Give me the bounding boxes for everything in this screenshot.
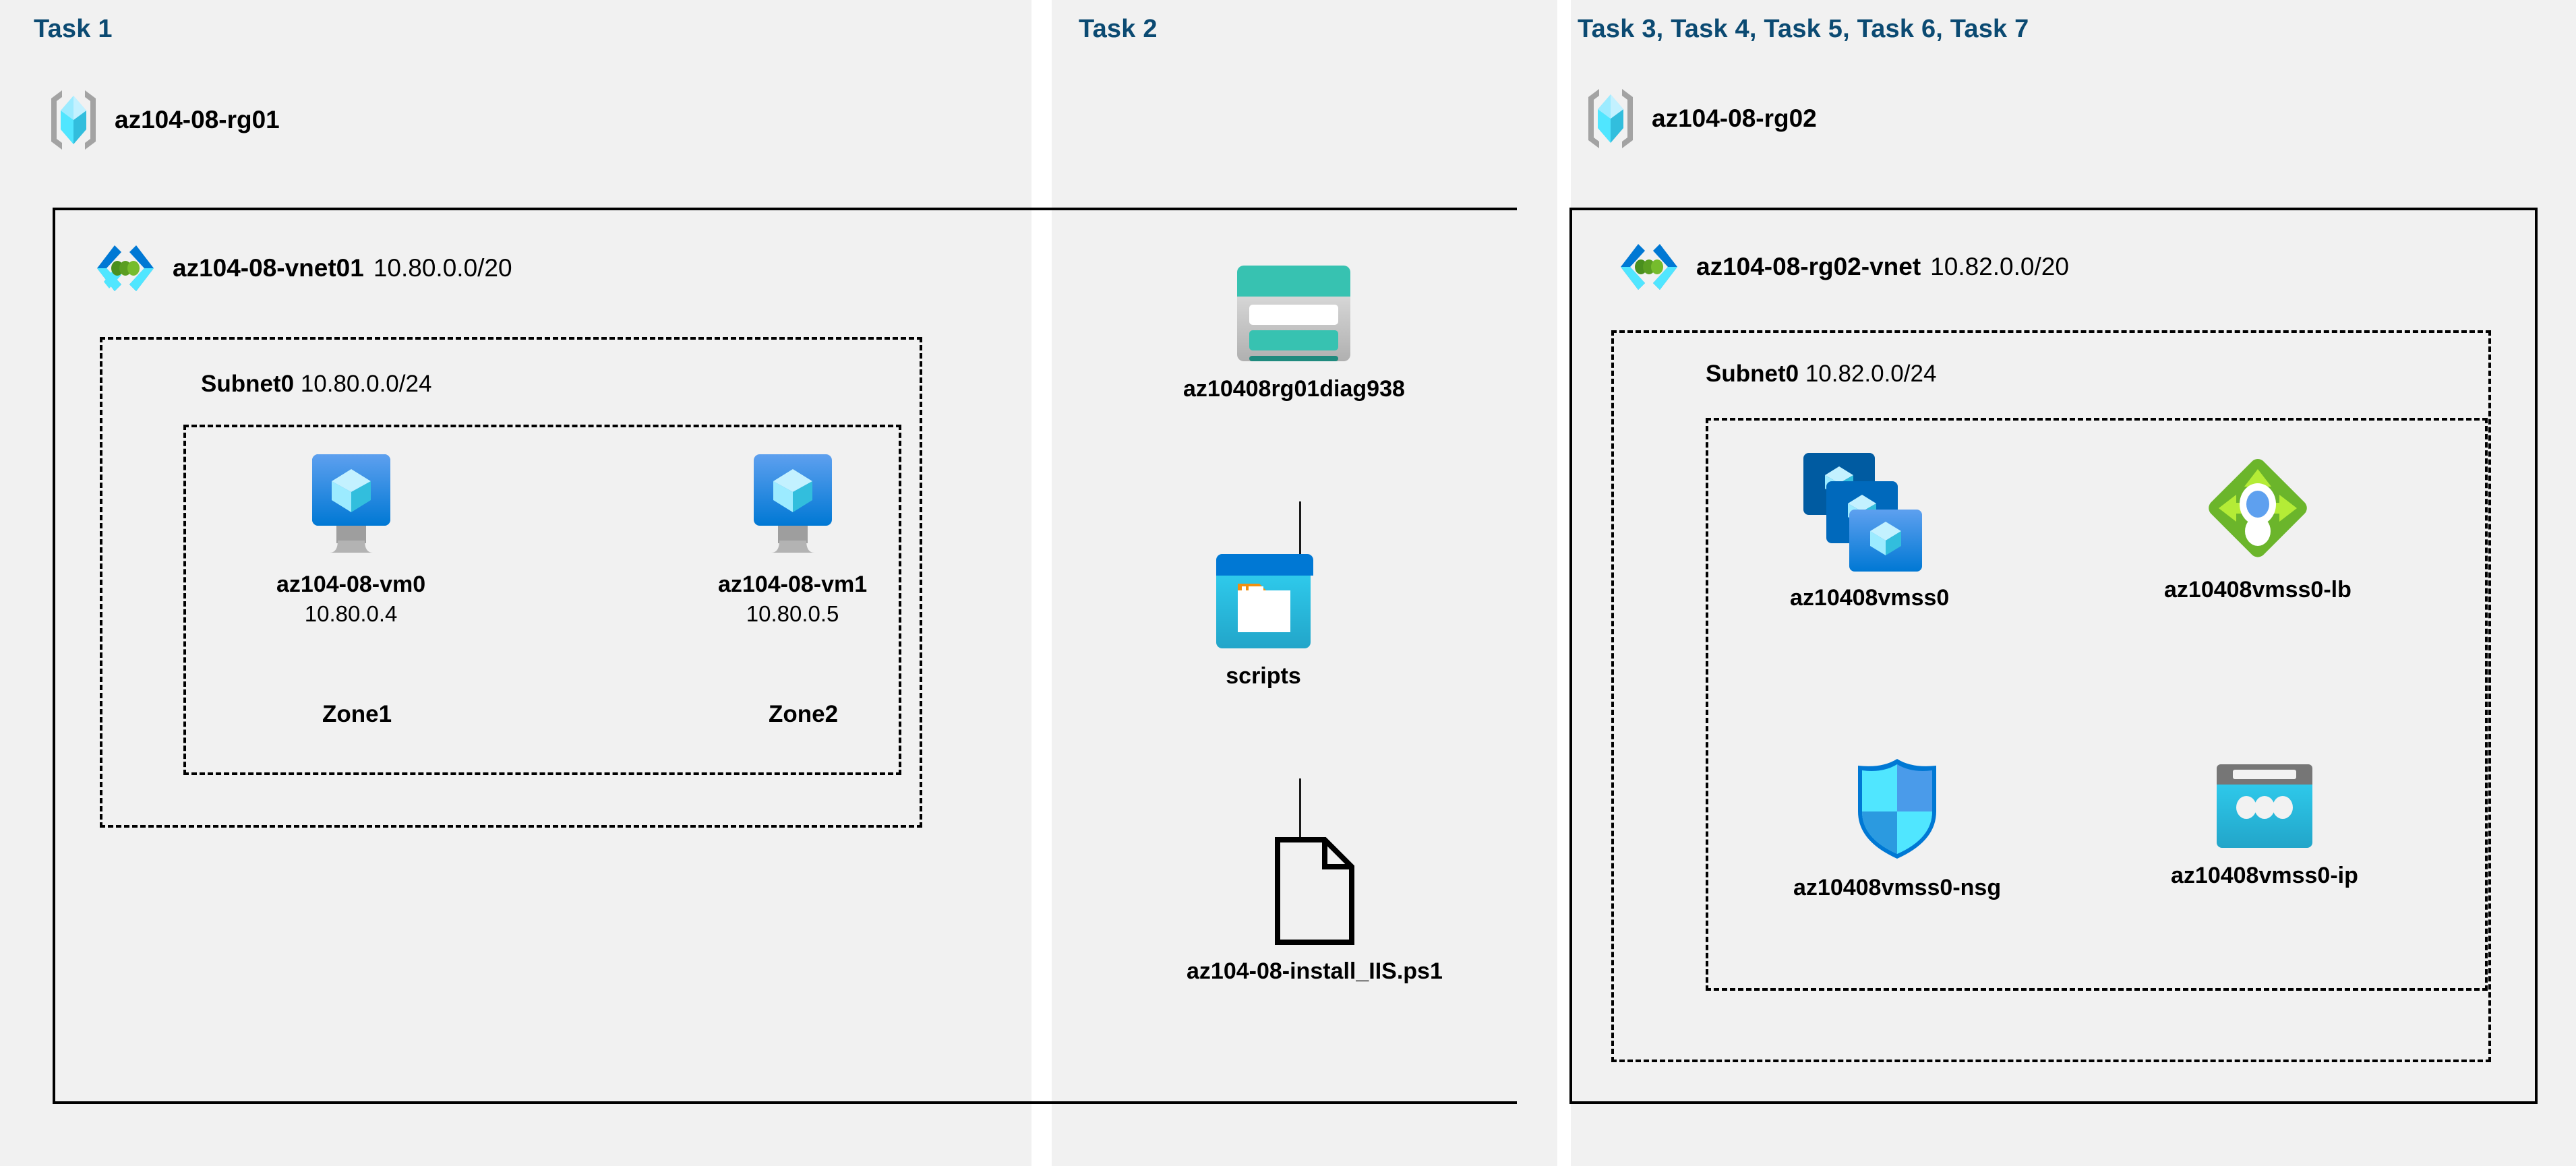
vnet-cidr: 10.80.0.0/20 bbox=[373, 254, 512, 282]
subnet-cidr: 10.82.0.0/24 bbox=[1805, 361, 1937, 387]
vm-name: az104-08-vm0 bbox=[276, 572, 426, 597]
storage-account-node[interactable]: az10408rg01diag938 bbox=[1183, 263, 1405, 404]
container-to-file-connector bbox=[1299, 778, 1301, 838]
vm-ip: 10.80.0.4 bbox=[304, 601, 398, 626]
zone1-label: Zone1 bbox=[322, 701, 392, 727]
resource-group-rg01[interactable]: az104-08-rg01 bbox=[47, 88, 280, 152]
virtual-machine-icon bbox=[743, 452, 843, 559]
storage-account-icon bbox=[1234, 263, 1353, 364]
virtual-machine-icon bbox=[301, 452, 401, 559]
vnet-name: az104-08-rg02-vnet bbox=[1696, 253, 1921, 280]
subnet-name: Subnet0 bbox=[1706, 361, 1799, 387]
task1-title: Task 1 bbox=[34, 15, 113, 43]
subnet0-boundary-right bbox=[1611, 330, 2491, 1062]
subnet0-boundary-left bbox=[100, 337, 922, 828]
blob-container-node[interactable]: scripts bbox=[1214, 551, 1313, 692]
resource-group-icon bbox=[1584, 86, 1637, 151]
nsg-node[interactable]: az10408vmss0-nsg bbox=[1793, 755, 2001, 903]
task3-title: Task 3, Task 4, Task 5, Task 6, Task 7 bbox=[1578, 15, 2029, 43]
subnet-cidr: 10.80.0.0/24 bbox=[300, 371, 432, 397]
vmss-resources-boundary bbox=[1706, 418, 2488, 991]
virtual-network-icon bbox=[94, 241, 156, 295]
vnet-cidr: 10.82.0.0/20 bbox=[1930, 253, 2069, 280]
nsg-name: az10408vmss0-nsg bbox=[1793, 875, 2002, 900]
load-balancer-name: az10408vmss0-lb bbox=[2164, 577, 2352, 603]
resource-group-icon bbox=[47, 88, 100, 152]
task1-panel bbox=[0, 0, 1031, 1166]
resource-group-name: az104-08-rg01 bbox=[115, 106, 280, 133]
vm-az104-08-vm0[interactable]: az104-08-vm0 10.80.0.4 bbox=[276, 452, 425, 628]
vm-ip: 10.80.0.5 bbox=[746, 601, 839, 626]
vnet02-header[interactable]: az104-08-rg02-vnet 10.82.0.0/20 bbox=[1618, 240, 2069, 294]
availability-zones-boundary bbox=[183, 425, 901, 775]
subnet0-label-left: Subnet0 10.80.0.0/24 bbox=[201, 371, 431, 398]
blob-container-name: scripts bbox=[1226, 663, 1301, 689]
vmss-name: az10408vmss0 bbox=[1790, 585, 1950, 611]
load-balancer-node[interactable]: az10408vmss0-lb bbox=[2164, 452, 2352, 605]
vnet01-header[interactable]: az104-08-vnet01 10.80.0.0/20 bbox=[94, 241, 512, 295]
virtual-network-icon bbox=[1618, 240, 1680, 294]
storage-to-container-connector bbox=[1299, 501, 1301, 557]
zone2-label: Zone2 bbox=[769, 701, 839, 727]
vmss-node[interactable]: az10408vmss0 bbox=[1790, 452, 1949, 613]
storage-account-name: az10408rg01diag938 bbox=[1183, 376, 1405, 402]
vm-scale-set-icon bbox=[1802, 452, 1937, 573]
task2-title: Task 2 bbox=[1079, 15, 1158, 43]
blob-container-icon bbox=[1214, 551, 1313, 651]
script-file-name: az104-08-install_IIS.ps1 bbox=[1187, 958, 1443, 984]
resource-group-name: az104-08-rg02 bbox=[1652, 104, 1817, 132]
subnet-name: Subnet0 bbox=[201, 371, 295, 397]
task3-panel bbox=[1571, 0, 2576, 1166]
network-security-group-icon bbox=[1847, 755, 1947, 863]
vnet02-boundary bbox=[1569, 208, 2538, 1104]
vm-name: az104-08-vm1 bbox=[718, 572, 868, 597]
script-file-node[interactable]: az104-08-install_IIS.ps1 bbox=[1187, 836, 1443, 987]
file-icon bbox=[1272, 836, 1357, 946]
public-ip-node[interactable]: az10408vmss0-ip bbox=[2171, 762, 2358, 891]
vnet-name: az104-08-vnet01 bbox=[173, 254, 364, 282]
public-ip-address-icon bbox=[2214, 762, 2315, 851]
vm-az104-08-vm1[interactable]: az104-08-vm1 10.80.0.5 bbox=[718, 452, 867, 628]
subnet0-label-right: Subnet0 10.82.0.0/24 bbox=[1706, 361, 1936, 388]
resource-group-rg02[interactable]: az104-08-rg02 bbox=[1584, 86, 1817, 151]
public-ip-name: az10408vmss0-ip bbox=[2171, 863, 2358, 888]
load-balancer-icon bbox=[2201, 452, 2314, 565]
